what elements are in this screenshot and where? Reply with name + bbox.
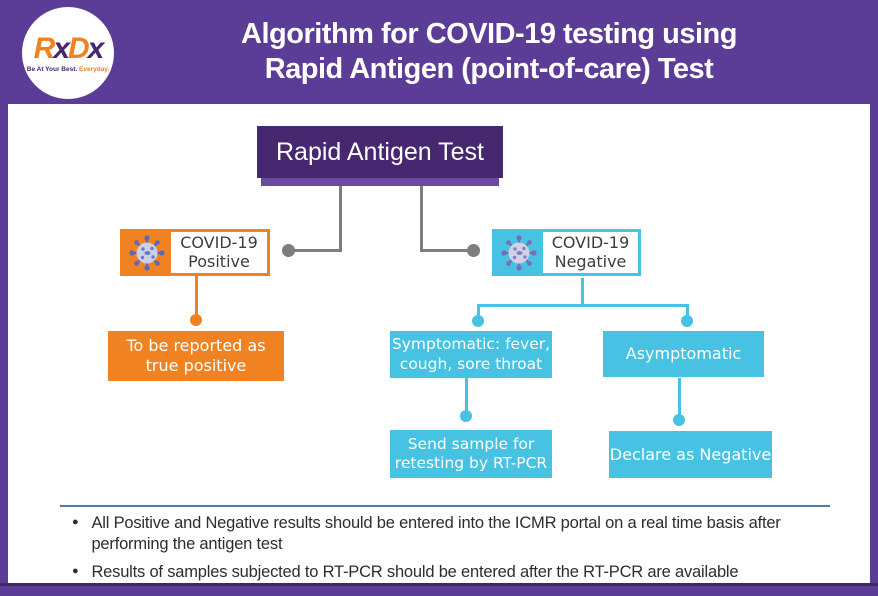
logo-tagline: Be At Your Best. Everyday. [26, 65, 110, 73]
header-band: RxDx Be At Your Best. Everyday. Algorith… [0, 0, 878, 104]
symptomatic-line1: Symptomatic: fever, [391, 335, 551, 354]
footer-note-1-text: All Positive and Negative results should… [91, 514, 781, 553]
node-declare-negative: Declare as Negative [609, 431, 772, 478]
connector-negative-stem [581, 278, 584, 307]
node-covid19-positive-label: COVID-19 Positive [171, 232, 267, 273]
node-rapid-antigen-test-label: Rapid Antigen Test [275, 137, 485, 166]
declare-negative-label: Declare as Negative [609, 444, 772, 464]
node-symptomatic: Symptomatic: fever, cough, sore throat [390, 331, 552, 378]
frame-border-left [0, 0, 8, 596]
connector-dot-declare [673, 414, 685, 426]
connector-to-negative-horizontal [420, 249, 476, 252]
send-sample-line2: retesting by RT-PCR [394, 454, 548, 472]
node-covid19-negative: COVID-19 Negative [492, 229, 641, 276]
node-covid19-positive: COVID-19 Positive [120, 229, 270, 276]
negative-label-line1: COVID-19 [551, 233, 630, 253]
connector-to-positive-horizontal [288, 249, 342, 252]
bullet-icon: ● [72, 516, 79, 528]
symptomatic-line2: cough, sore throat [399, 354, 543, 373]
positive-label-line1: COVID-19 [180, 233, 258, 253]
footer-divider-line [60, 505, 830, 507]
connector-dot-send-sample [460, 410, 472, 422]
title-line-2: Rapid Antigen (point-of-care) Test [264, 53, 714, 85]
positive-label-line2: Positive [188, 251, 250, 271]
connector-dot-symptomatic [472, 315, 484, 327]
connector-positive-vertical [195, 276, 198, 317]
node-send-sample-rtpcr: Send sample for retesting by RT-PCR [390, 430, 552, 478]
connector-dot-positive [282, 244, 295, 257]
connector-dot-reported [190, 314, 202, 326]
virus-icon-negative [495, 232, 543, 273]
connector-symptomatic-stub [477, 304, 480, 317]
footer-note-2: ● Results of samples subjected to RT-PCR… [72, 562, 842, 583]
connector-dot-asymptomatic [681, 315, 693, 327]
connector-negative-horizontal [477, 304, 689, 307]
connector-dot-negative [467, 244, 480, 257]
connector-asymptomatic-stub [686, 304, 689, 317]
send-sample-line1: Send sample for [407, 434, 535, 453]
footer-note-1: ● All Positive and Negative results shou… [72, 513, 842, 555]
footer-notes: ● All Positive and Negative results shou… [72, 513, 842, 589]
root-box-shadow-strip [261, 178, 499, 186]
connector-root-right-vertical [420, 186, 423, 252]
rxdx-logo: RxDx Be At Your Best. Everyday. [22, 7, 114, 99]
node-rapid-antigen-test: Rapid Antigen Test [257, 126, 503, 178]
connector-send-sample-vertical [465, 378, 468, 412]
title-line-1: Algorithm for COVID-19 testing using [241, 17, 737, 50]
true-positive-line2: true positive [145, 356, 247, 375]
virus-icon-positive [123, 232, 171, 273]
true-positive-line1: To be reported as [126, 336, 266, 355]
asymptomatic-label: Asymptomatic [625, 344, 742, 363]
logo-wordmark: RxDx [33, 31, 105, 65]
node-asymptomatic: Asymptomatic [603, 331, 764, 377]
node-true-positive: To be reported as true positive [108, 331, 284, 381]
node-covid19-negative-label: COVID-19 Negative [543, 232, 638, 273]
connector-root-left-vertical [339, 186, 342, 252]
bullet-icon: ● [72, 564, 79, 577]
frame-border-right [870, 0, 878, 596]
page-title: Algorithm for COVID-19 testing using Rap… [120, 0, 858, 104]
negative-label-line2: Negative [554, 251, 627, 271]
connector-declare-vertical [678, 378, 681, 416]
frame-border-bottom [0, 583, 878, 596]
footer-note-2-text: Results of samples subjected to RT-PCR s… [91, 562, 739, 581]
